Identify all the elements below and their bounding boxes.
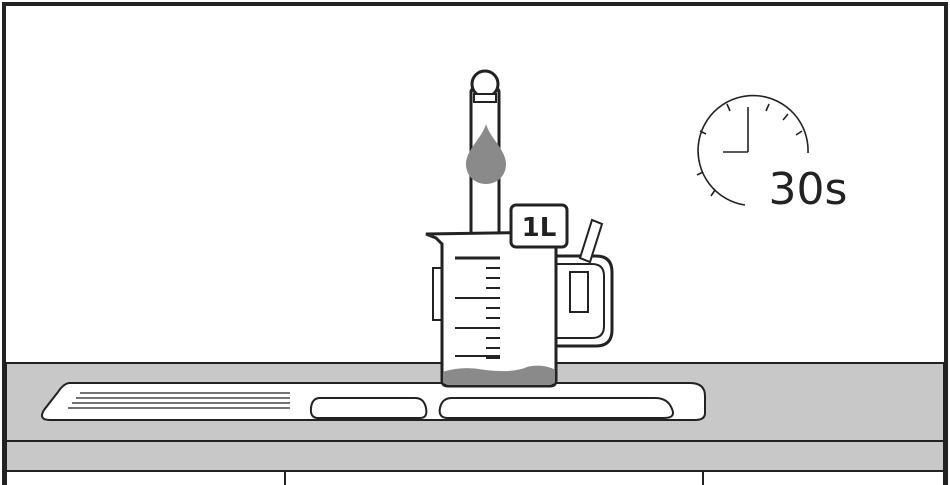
- capacity-label: 1L: [522, 213, 557, 243]
- sink: [42, 383, 705, 420]
- capacity-badge: 1L: [511, 205, 567, 247]
- sink-basin-small: [311, 398, 427, 418]
- sink-basin-large: [440, 398, 673, 418]
- timer-label: 30s: [769, 164, 848, 215]
